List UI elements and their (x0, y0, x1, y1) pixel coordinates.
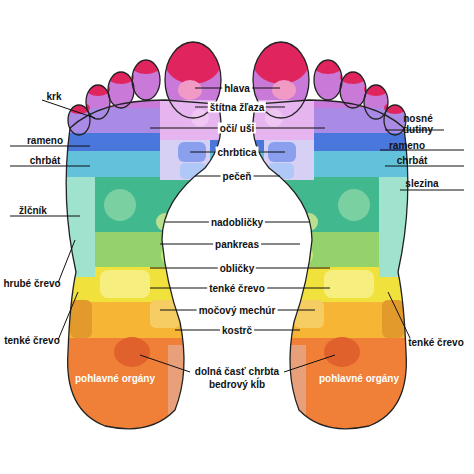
organ-label: chrbtica (216, 147, 259, 158)
organ-label: kostrč (220, 325, 254, 336)
leader-lines (10, 88, 464, 372)
organ-label: bedrový kĺb (207, 379, 267, 390)
organ-label: nadobličky (209, 217, 265, 228)
organ-label: tenké črevo (207, 283, 267, 294)
organ-label: tenké črevo (4, 335, 60, 346)
organ-label: štítna žľaza (208, 102, 266, 113)
organ-label: oči/ uši (218, 123, 256, 134)
right-foot (234, 30, 424, 438)
organ-label: slezina (405, 178, 438, 189)
organ-label: chrbát (30, 155, 61, 166)
organ-label: pankreas (213, 239, 261, 250)
organ-label: hrubé črevo (3, 278, 60, 289)
zone-label: pohlavné orgány (75, 373, 155, 384)
organ-label: chrbát (397, 155, 428, 166)
organ-label: žlčník (19, 205, 47, 216)
organ-label: dolná časť chrbta (193, 366, 281, 377)
organ-label: krk (46, 91, 61, 102)
organ-label: močový mechúr (197, 305, 278, 316)
zone-label: pohlavné orgány (319, 373, 399, 384)
organ-label: tenké črevo (408, 337, 464, 348)
left-foot (50, 30, 240, 438)
organ-label: rameno (27, 135, 63, 146)
organ-label: nosné dutiny (389, 113, 447, 135)
organ-label: hlava (222, 83, 252, 94)
organ-label: rameno (389, 140, 425, 151)
organ-label: pečeň (221, 171, 254, 182)
organ-label: obličky (218, 263, 256, 274)
